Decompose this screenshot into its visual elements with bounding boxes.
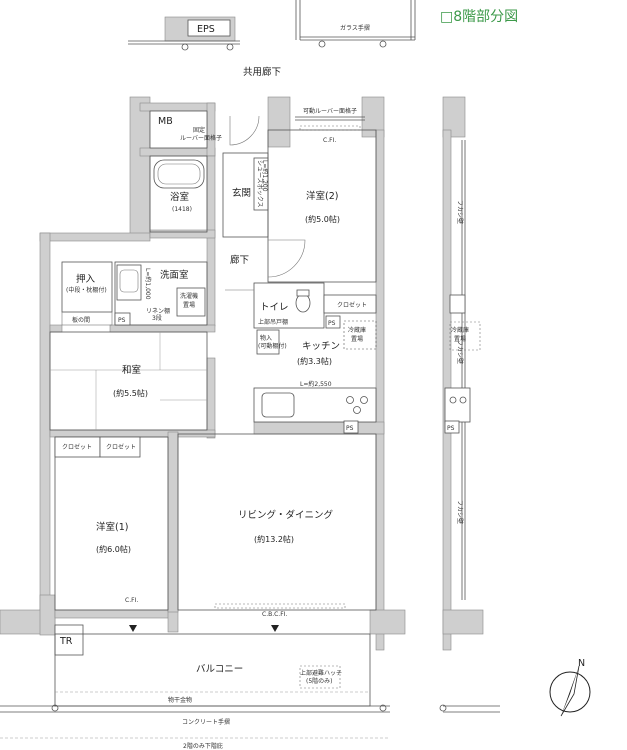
western-room-1: クロゼット クロゼット 洋室(1) (約6.0帖) C.FI. (54, 436, 169, 611)
tr-label: TR (59, 636, 73, 647)
storage-label-2: (可動棚付) (258, 342, 287, 350)
fixed-louver-label-2: ルーバー面格子 (180, 134, 222, 142)
exterior-walls (0, 96, 406, 651)
closet-label-w1b: クロゼット (106, 443, 136, 451)
eps-label: EPS (197, 24, 215, 35)
fridge-strip-1: 冷蔵庫 (451, 326, 469, 334)
washer-space (176, 287, 206, 317)
fridge-label-2: 置場 (351, 335, 363, 343)
balcony-label: バルコニー (196, 664, 243, 675)
washroom: L=約1,000 洗面室 洗濯機 置場 PS リネン棚 3段 (114, 261, 208, 326)
living-dining: リビング・ダイニング (約13.2帖) C.B.C.FI. (129, 433, 377, 632)
washer-label-1: 洗濯機 (180, 292, 198, 300)
fridge-strip-2: 置場 (454, 335, 466, 343)
western2-size: (約5.0帖) (305, 214, 340, 224)
hall-label: 廊下 (230, 254, 249, 266)
oshiire-name: 押入 (76, 273, 96, 285)
toilet-label: トイレ (260, 302, 289, 313)
cfi-label-bottom: C.FI. (125, 597, 138, 604)
cbcfi-label: C.B.C.FI. (262, 611, 287, 618)
kitchen: 冷蔵庫 置場 物入 (可動棚付) キッチン (約3.3帖) L=約2,550 P… (253, 320, 377, 434)
north-arrow: N (549, 658, 591, 717)
entrance-door-swing (229, 115, 260, 146)
fukashi-1: フカシ壁 (456, 200, 464, 224)
washer-label-2: 置場 (183, 301, 195, 309)
toilet: トイレ 上部吊戸棚 PS (225, 282, 341, 329)
fukashi-2: フカシ壁 (456, 340, 464, 364)
glass-rail-label: ガラス手摺 (340, 24, 370, 32)
western-room-2: 洋室(2) (約5.0帖) (267, 129, 377, 283)
fukashi-3: フカシ壁 (456, 500, 464, 524)
concrete-rail-label: コンクリート手摺 (182, 718, 230, 726)
shoe-box-dim: L=約1,200 (261, 160, 269, 192)
washitsu-name: 和室 (122, 364, 141, 376)
washroom-dim: L=約1,000 (144, 268, 152, 300)
cfi-label-top: C.FI. (323, 137, 336, 144)
ps-washroom: PS (118, 317, 126, 324)
glass-rail-top: ガラス手摺 (295, 0, 416, 48)
kitchen-closet (323, 294, 377, 314)
plan-title: □8階部分図 (440, 9, 518, 25)
hatch-label-1: 上部避難ハッチ (300, 669, 342, 677)
itanoma-label: 板の間 (72, 316, 90, 324)
corridor-label: 共用廊下 (243, 66, 281, 78)
counter-len: L=約2,550 (300, 380, 332, 388)
living-size: (約13.2帖) (254, 534, 294, 544)
hatch-label-2: (5階のみ) (306, 677, 333, 685)
linen-shelf-1: リネン棚 (146, 307, 170, 315)
shoe-box-label: シューズボックス (256, 160, 264, 208)
oshiire: 押入 (中段・枕棚付) 板の間 (61, 261, 113, 326)
ps-kitchen: PS (346, 425, 354, 432)
bath-size: (1418) (172, 206, 192, 213)
linen-shelf-2: 3段 (152, 314, 162, 322)
bathroom: 浴室 (1418) (149, 155, 208, 233)
right-strip: フカシ壁 フカシ壁 フカシ壁 冷蔵庫 置場 PS (439, 96, 500, 713)
closet-label-w1a: クロゼット (62, 443, 92, 451)
washitsu-size: (約5.5帖) (113, 388, 148, 398)
oshiire-note: (中段・枕棚付) (66, 286, 107, 294)
sink (261, 392, 295, 418)
movable-louver-label: 可動ルーバー面格子 (303, 107, 357, 115)
balcony: バルコニー 上部避難ハッチ (5階のみ) 物干金物 コンクリート手摺 2階のみ下… (0, 633, 390, 750)
second-floor-note: 2階のみ下階庇 (183, 742, 223, 750)
kitchen-size: (約3.3帖) (297, 356, 332, 366)
western1-size: (約6.0帖) (96, 544, 131, 554)
washroom-label: 洗面室 (160, 269, 189, 281)
storage-label-1: 物入 (260, 334, 272, 342)
living-name: リビング・ダイニング (238, 509, 334, 521)
ps-strip: PS (447, 425, 455, 432)
bathtub (153, 159, 205, 189)
fridge-label-1: 冷蔵庫 (348, 326, 366, 334)
japanese-room: 和室 (約5.5帖) (49, 331, 208, 431)
upper-cabinet-label: 上部吊戸棚 (258, 318, 288, 326)
eps-shaft: EPS (128, 16, 240, 51)
kitchen-name: キッチン (302, 341, 340, 352)
drying-rack-label: 物干金物 (168, 696, 192, 704)
western2-name: 洋室(2) (306, 190, 338, 202)
entrance-label: 玄関 (232, 187, 251, 199)
closet-label-kitchen: クロゼット (337, 301, 367, 309)
ps-toilet: PS (328, 320, 336, 327)
mb-label: MB (158, 116, 173, 127)
western1-name: 洋室(1) (96, 521, 128, 533)
north-label: N (578, 658, 585, 669)
fixed-louver-label-1: 固定 (193, 126, 205, 134)
bath-name: 浴室 (170, 191, 189, 203)
